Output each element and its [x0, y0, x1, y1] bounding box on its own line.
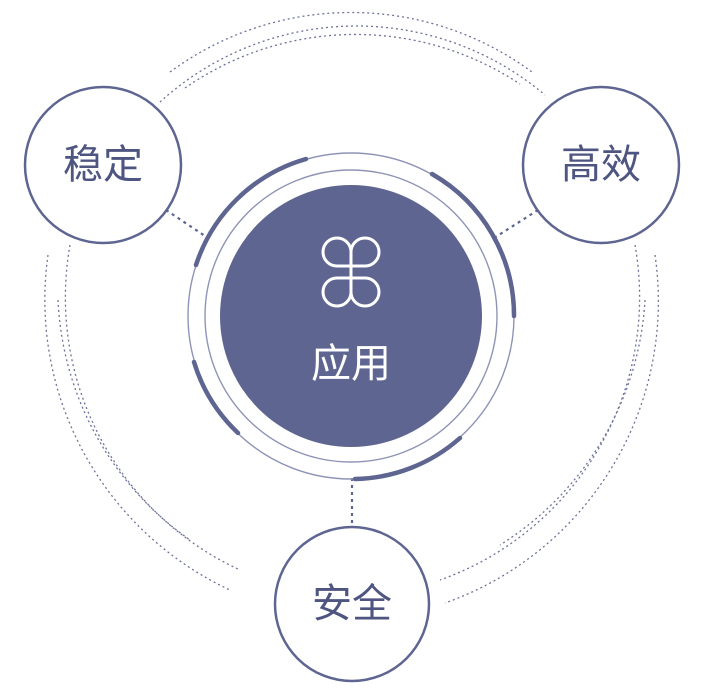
node-secure: 安全 — [273, 525, 431, 683]
inner-ring — [204, 169, 498, 463]
node-secure-circle — [273, 525, 431, 683]
orbit-arc — [57, 299, 191, 541]
node-stable-label: 稳定 — [63, 142, 143, 188]
orbit-arc — [444, 254, 660, 604]
node-stable: 稳定 — [23, 85, 183, 245]
accent-arc — [352, 435, 463, 482]
orbit-arc — [439, 244, 641, 581]
connectors — [165, 209, 539, 528]
accent-arc — [429, 171, 517, 319]
orbit-arc — [64, 244, 241, 571]
orbit-arc — [169, 11, 533, 73]
clover-icon — [321, 236, 381, 308]
orbit-arc — [184, 33, 521, 89]
center-label: 应用 — [311, 341, 391, 387]
orbit-arc — [499, 299, 646, 546]
node-efficient-circle — [521, 85, 681, 245]
node-efficient: 高效 — [521, 85, 681, 245]
connector-stable — [165, 209, 209, 239]
center-disc — [220, 185, 482, 447]
connector-efficient — [493, 209, 539, 239]
orbit-arcs — [44, 11, 660, 604]
node-efficient-label: 高效 — [561, 142, 641, 188]
accent-arc — [193, 156, 309, 268]
node-secure-label: 安全 — [312, 581, 392, 627]
center-hub: 应用 — [187, 152, 517, 482]
accent-arc — [191, 359, 241, 436]
orbit-arc — [44, 254, 231, 591]
orbit-arc — [159, 25, 546, 103]
node-stable-circle — [23, 85, 183, 245]
